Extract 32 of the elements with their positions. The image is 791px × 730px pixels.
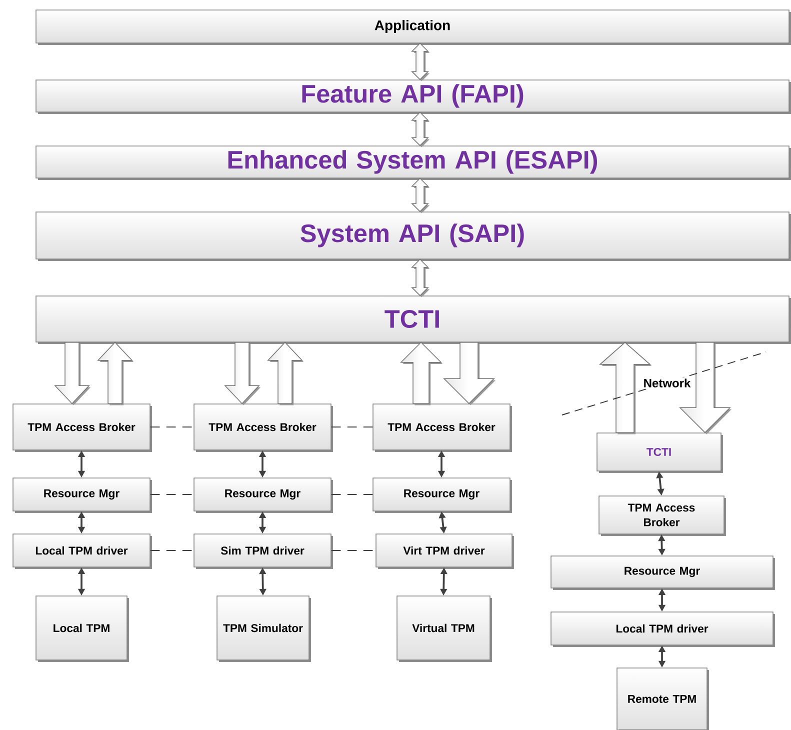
block-arrow	[224, 342, 261, 406]
component-box: Sim TPM driver	[194, 534, 333, 569]
dashed-connector	[330, 426, 374, 428]
component-box: Resource Mgr	[194, 478, 333, 513]
component-box: Local TPM	[36, 596, 129, 662]
component-box: Resource Mgr	[12, 478, 152, 513]
layer-bar: System API (SAPI)	[36, 212, 791, 261]
block-arrow	[598, 342, 652, 434]
block-arrow	[679, 342, 732, 434]
block-arrow	[400, 342, 443, 406]
component-box: TCTI	[596, 432, 723, 473]
component-box: TPM Simulator	[216, 596, 311, 662]
component-box: Resource Mgr	[550, 556, 775, 590]
component-box: Resource Mgr	[372, 478, 512, 513]
component-box: Virt TPM driver	[376, 534, 514, 569]
block-arrow	[267, 342, 304, 406]
component-box: TPM Access Broker	[598, 496, 726, 536]
dashed-connector	[150, 494, 194, 495]
block-arrow	[97, 342, 134, 406]
dashed-connector	[150, 426, 194, 428]
block-arrow	[443, 342, 496, 406]
component-box: Local TPM driver	[550, 612, 775, 647]
component-box: Local TPM driver	[12, 534, 152, 569]
network-label: Network	[642, 377, 692, 389]
dashed-connector	[150, 550, 194, 551]
layer-bar: Enhanced System API (ESAPI)	[36, 146, 791, 180]
layer-bar: Application	[36, 10, 791, 45]
component-box: Virtual TPM	[396, 596, 492, 662]
component-box: Remote TPM	[616, 668, 709, 730]
dashed-connector	[330, 494, 374, 495]
layer-bar: Feature API (FAPI)	[36, 80, 791, 114]
block-arrow	[54, 342, 91, 406]
